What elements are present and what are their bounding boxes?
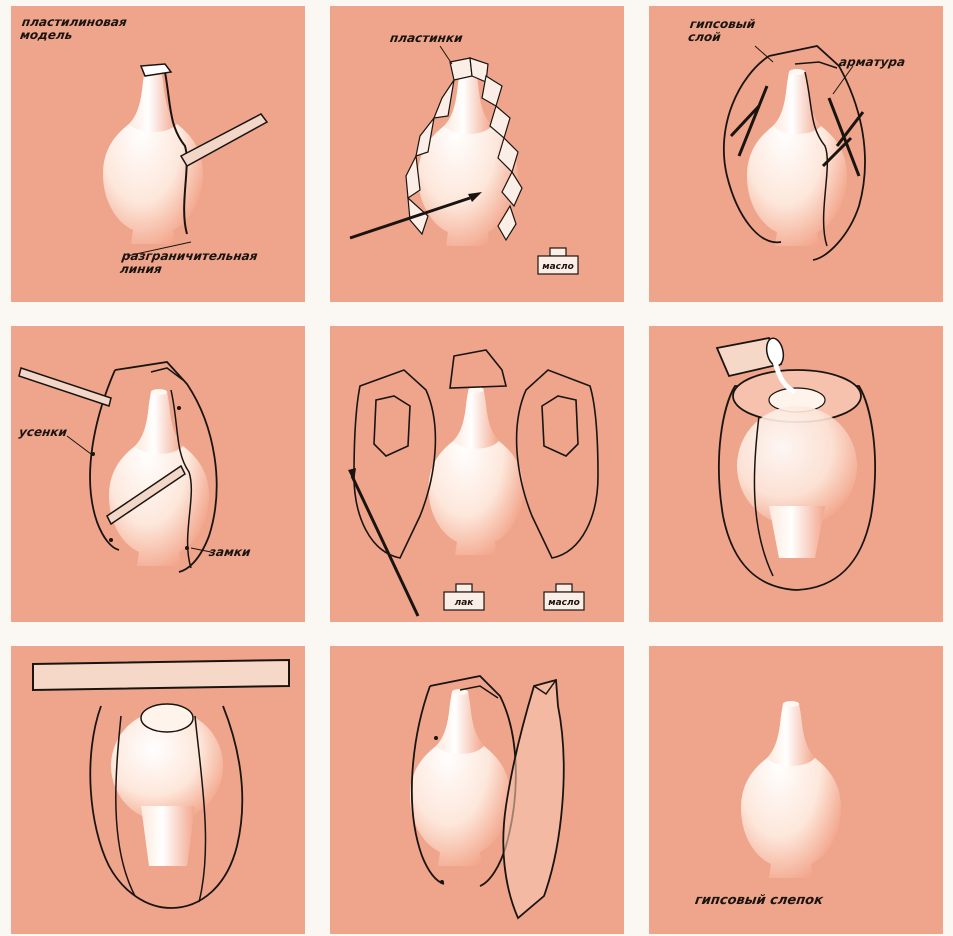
- panel-7-illustration: [11, 646, 305, 934]
- label-plates: пластинки: [389, 32, 463, 45]
- panel-4: усенки замки: [11, 326, 305, 622]
- panel-4-illustration: [11, 326, 305, 622]
- panel-3-illustration: [649, 6, 943, 302]
- label-locks: замки: [208, 546, 251, 559]
- panel-7: [11, 646, 305, 934]
- lacquer-jar-icon: лак: [444, 584, 484, 610]
- panel-3: гипсовый слой арматура: [649, 6, 943, 302]
- panel-9-illustration: [649, 646, 943, 934]
- label-dividing-line: разграничительная линия: [119, 250, 258, 276]
- panel-6-illustration: [649, 326, 943, 622]
- oil-jar-icon: масло: [538, 248, 578, 274]
- label-plaster-cast: гипсовый слепок: [694, 894, 824, 907]
- oil-jar-label: масло: [548, 598, 580, 608]
- oil-jar-label: масло: [542, 262, 574, 272]
- panel-5: лак масло: [330, 326, 624, 622]
- label-plaster-layer: гипсовый слой: [687, 18, 756, 44]
- panel-6: [649, 326, 943, 622]
- spatula-icon: [181, 114, 267, 166]
- oil-jar-icon: масло: [544, 584, 584, 610]
- panel-1: пластилиновая модель разграничительная л…: [11, 6, 305, 302]
- panel-5-illustration: лак масло: [330, 326, 624, 622]
- label-armature: арматура: [838, 56, 906, 69]
- label-plasticine-model: пластилиновая модель: [19, 16, 127, 42]
- label-tabs: усенки: [18, 426, 68, 439]
- mold-half: [503, 680, 563, 918]
- panel-9: гипсовый слепок: [649, 646, 943, 934]
- panel-2-illustration: масло: [330, 6, 624, 302]
- panel-2: масло пластинки: [330, 6, 624, 302]
- panel-8-illustration: [330, 646, 624, 934]
- panel-8: [330, 646, 624, 934]
- ruler-icon: [33, 660, 289, 690]
- lacquer-jar-label: лак: [455, 598, 475, 608]
